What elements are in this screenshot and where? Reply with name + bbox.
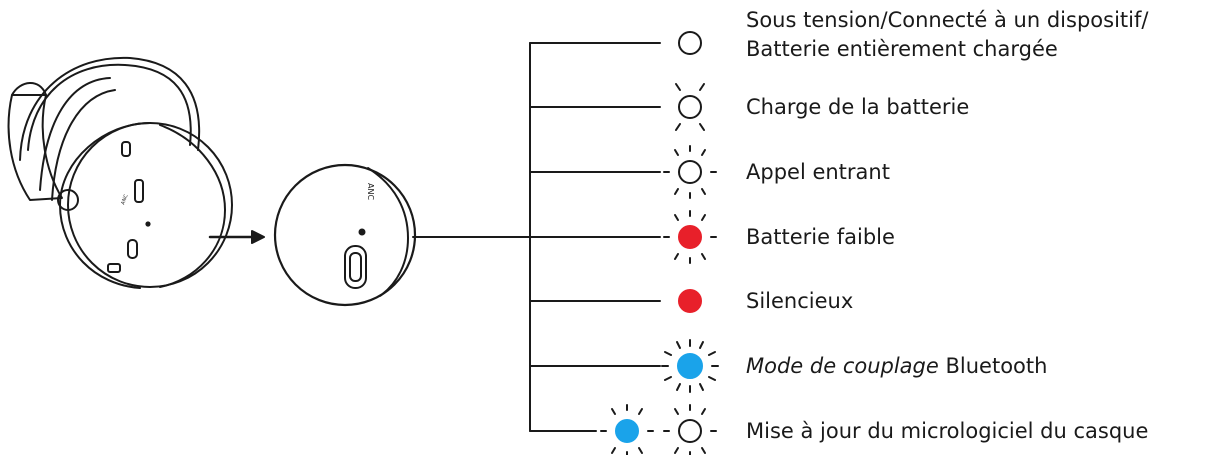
headband-arm [39,77,111,191]
connector-lines [412,42,661,432]
legend-label-mute: Silencieux [746,289,854,313]
mic-pivot [57,189,79,211]
led-fast-blink-blue-icon [661,339,719,393]
legend-label-firmware: Mise à jour du micrologiciel du casque [746,419,1149,443]
usb-c-port-small [127,239,138,259]
legend-label-on: Sous tension/Connecté à un dispositif/ B… [746,8,1149,61]
mic-boom [7,94,63,201]
detail-magnifier [273,163,417,307]
legend-label-pairing: Mode de couplage Bluetooth [746,354,1048,378]
headset-illustration [7,56,233,289]
legend-label-incoming-call: Appel entrant [746,160,890,184]
led-blink-red-icon [663,210,717,264]
usb-c-port-detail [344,245,367,289]
led-indicator-dot [358,228,366,236]
led-solid-red-icon [678,289,702,313]
led-off-ring-icon [678,31,702,55]
ear-cushion [67,122,233,288]
led-blink-white-icon [663,145,717,199]
led-alternate-blue-white-icon [600,404,717,455]
headband [27,63,192,151]
legend-label-charging: Charge de la batterie [746,95,970,119]
legend-label-low-battery: Batterie faible [746,225,895,249]
arrow-right-icon [208,230,265,244]
anc-label-small: ANC [120,193,129,206]
earcup-shell [59,122,151,289]
anc-label-detail: ANC [366,183,375,200]
led-pulse-white-icon [675,83,705,131]
